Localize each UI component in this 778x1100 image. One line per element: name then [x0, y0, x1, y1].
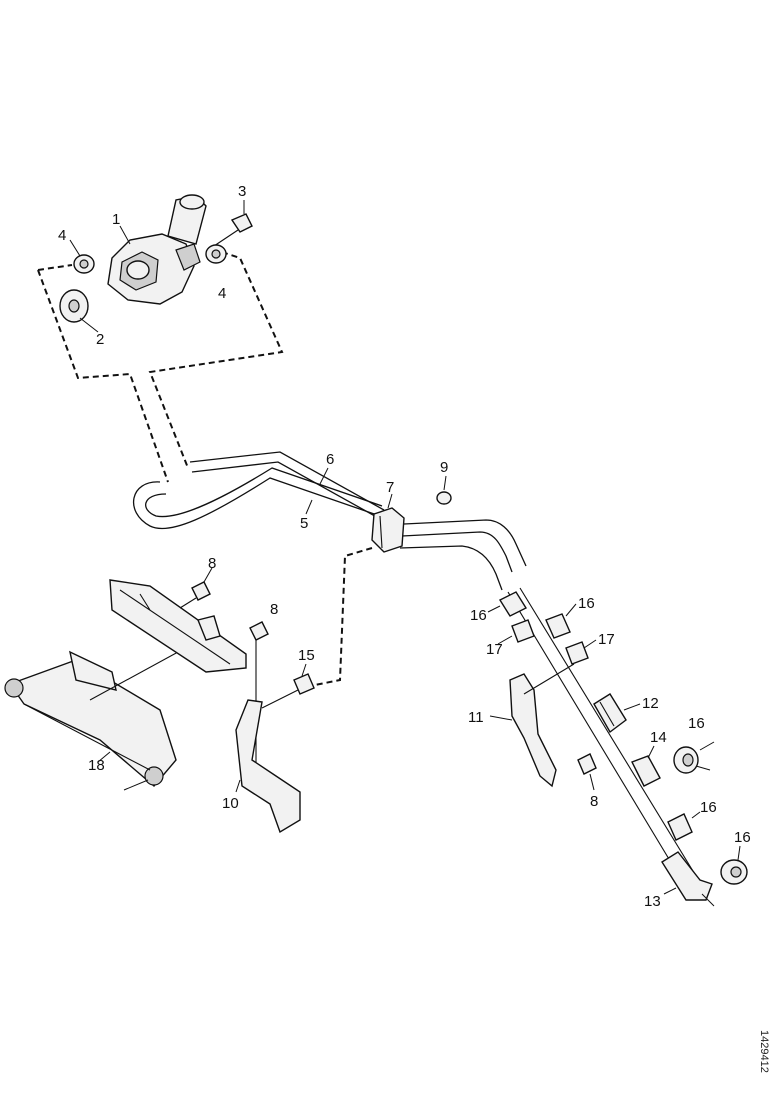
- callout-11: 11: [468, 709, 484, 726]
- callout-14: 14: [650, 729, 667, 746]
- callout-4-right: 4: [218, 285, 226, 302]
- callout-7: 7: [386, 479, 394, 496]
- callout-3: 3: [238, 183, 246, 200]
- part-14-union: [631, 745, 661, 787]
- reference-code: 1429412: [756, 1030, 776, 1090]
- part-17-fitting-a: [497, 619, 535, 645]
- callout-2: 2: [96, 331, 104, 348]
- part-11-bracket: [489, 663, 575, 788]
- callout-6: 6: [326, 451, 334, 468]
- part-17-fitting-b: [565, 639, 597, 665]
- mounting-bracket-plate: [109, 579, 247, 673]
- callout-12: 12: [642, 695, 659, 712]
- part-4-nut-right: [205, 244, 227, 264]
- callout-10: 10: [222, 795, 239, 812]
- part-12-coupling: [593, 693, 641, 734]
- part-13-elbow: [661, 851, 713, 901]
- callout-4-left: 4: [58, 227, 66, 244]
- callout-13: 13: [644, 893, 661, 910]
- callout-5: 5: [300, 515, 308, 532]
- part-16-cap-e: [720, 845, 748, 885]
- reference-code-text: 1429412: [758, 1030, 770, 1073]
- callout-17-a: 17: [486, 641, 503, 658]
- fitting-line: [507, 587, 697, 885]
- part-7-clamp: [371, 493, 405, 553]
- callout-15: 15: [298, 647, 315, 664]
- callout-9: 9: [440, 459, 448, 476]
- part-8-bolt-a: [179, 567, 213, 609]
- callout-8-right: 8: [590, 793, 598, 810]
- part-16-cap-d: [667, 811, 701, 841]
- part-16-cap-b: [545, 603, 577, 639]
- callout-18: 18: [88, 757, 105, 774]
- part-5-6-pipes: [132, 451, 527, 591]
- part-1-pump-body: [107, 194, 207, 305]
- callout-16-d: 16: [700, 799, 717, 816]
- callout-labels: 1 2 3 4 4 5 6 7 8 8 8 9 10 11 12 13 14 1…: [58, 183, 751, 910]
- callout-8-top: 8: [208, 555, 216, 572]
- part-9-nut: [436, 475, 452, 505]
- callout-8-middle: 8: [270, 601, 278, 618]
- part-16-cap-a: [487, 591, 528, 617]
- callout-16-a: 16: [470, 607, 487, 624]
- part-8-bolt-c: [577, 753, 597, 791]
- callout-16-e: 16: [734, 829, 751, 846]
- callout-16-c: 16: [688, 715, 705, 732]
- callout-16-b: 16: [578, 595, 595, 612]
- part-10-support-bracket: [235, 699, 301, 834]
- callout-1: 1: [112, 211, 120, 228]
- part-16-cap-c: [673, 741, 715, 774]
- part-4-nut-left: [69, 239, 95, 274]
- part-15-bolt: [261, 663, 315, 709]
- part-18-frame: [4, 639, 201, 787]
- part-2-flange: [59, 289, 99, 333]
- callout-17-b: 17: [598, 631, 615, 648]
- part-3-bolt: [213, 200, 253, 247]
- assembly-dashed-lines: [37, 251, 373, 689]
